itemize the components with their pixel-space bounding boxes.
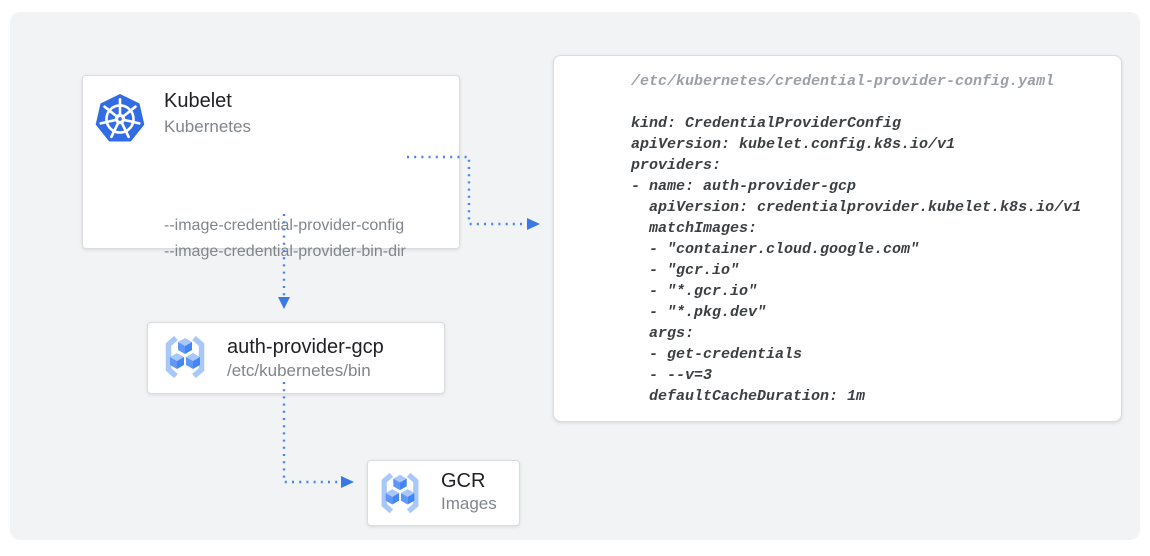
flag-image-credential-provider-config: --image-credential-provider-config	[164, 217, 405, 234]
auth-provider-gcp-node: auth-provider-gcp /etc/kubernetes/bin	[147, 322, 445, 394]
flag-image-credential-provider-bin-dir: --image-credential-provider-bin-dir	[164, 243, 406, 260]
yaml-code: kind: CredentialProviderConfig apiVersio…	[631, 115, 1082, 405]
gcr-subtitle: Images	[441, 494, 497, 513]
kubernetes-icon	[95, 94, 145, 142]
kubelet-title: Kubelet	[164, 90, 232, 112]
auth-provider-gcp-title: auth-provider-gcp	[227, 336, 384, 358]
auth-provider-gcp-path: /etc/kubernetes/bin	[227, 361, 371, 380]
yaml-file-path: /etc/kubernetes/credential-provider-conf…	[631, 73, 1055, 90]
diagram-canvas: Kubelet Kubernetes --image-credential-pr…	[10, 12, 1140, 540]
gcr-icon	[381, 472, 419, 514]
kubelet-flags: --image-credential-provider-config --ima…	[164, 213, 406, 265]
gcr-node: GCR Images	[367, 460, 520, 526]
kubelet-node: Kubelet Kubernetes --image-credential-pr…	[82, 75, 460, 260]
kubelet-subtitle: Kubernetes	[164, 117, 251, 136]
gcr-title: GCR	[441, 470, 486, 492]
gcr-icon	[165, 335, 205, 379]
yaml-config-panel: /etc/kubernetes/credential-provider-conf…	[553, 55, 1122, 422]
